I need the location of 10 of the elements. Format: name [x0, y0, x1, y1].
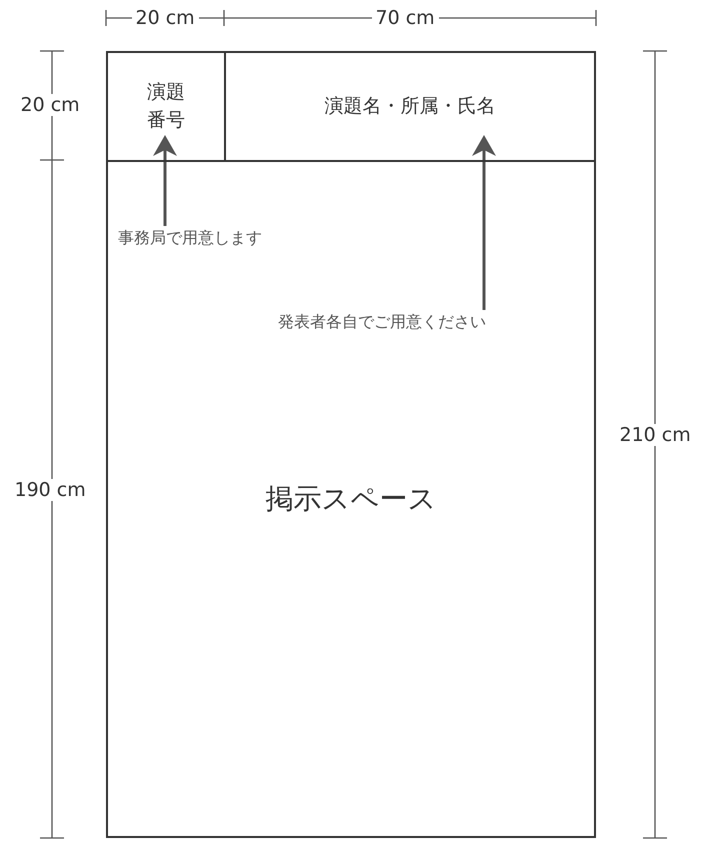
arrow — [153, 135, 177, 226]
header-cell — [224, 51, 596, 162]
header-cell — [106, 51, 226, 162]
arrow — [472, 135, 496, 310]
heading-text: 演題名・所属・氏名 — [324, 94, 496, 119]
poster-area — [106, 160, 596, 838]
note-text: 発表者各自でご用意ください — [278, 312, 486, 333]
heading-text: 演題番号 — [146, 80, 186, 132]
area-label: 掲示スペース — [266, 480, 436, 517]
note-text: 事務局で用意します — [118, 228, 262, 249]
